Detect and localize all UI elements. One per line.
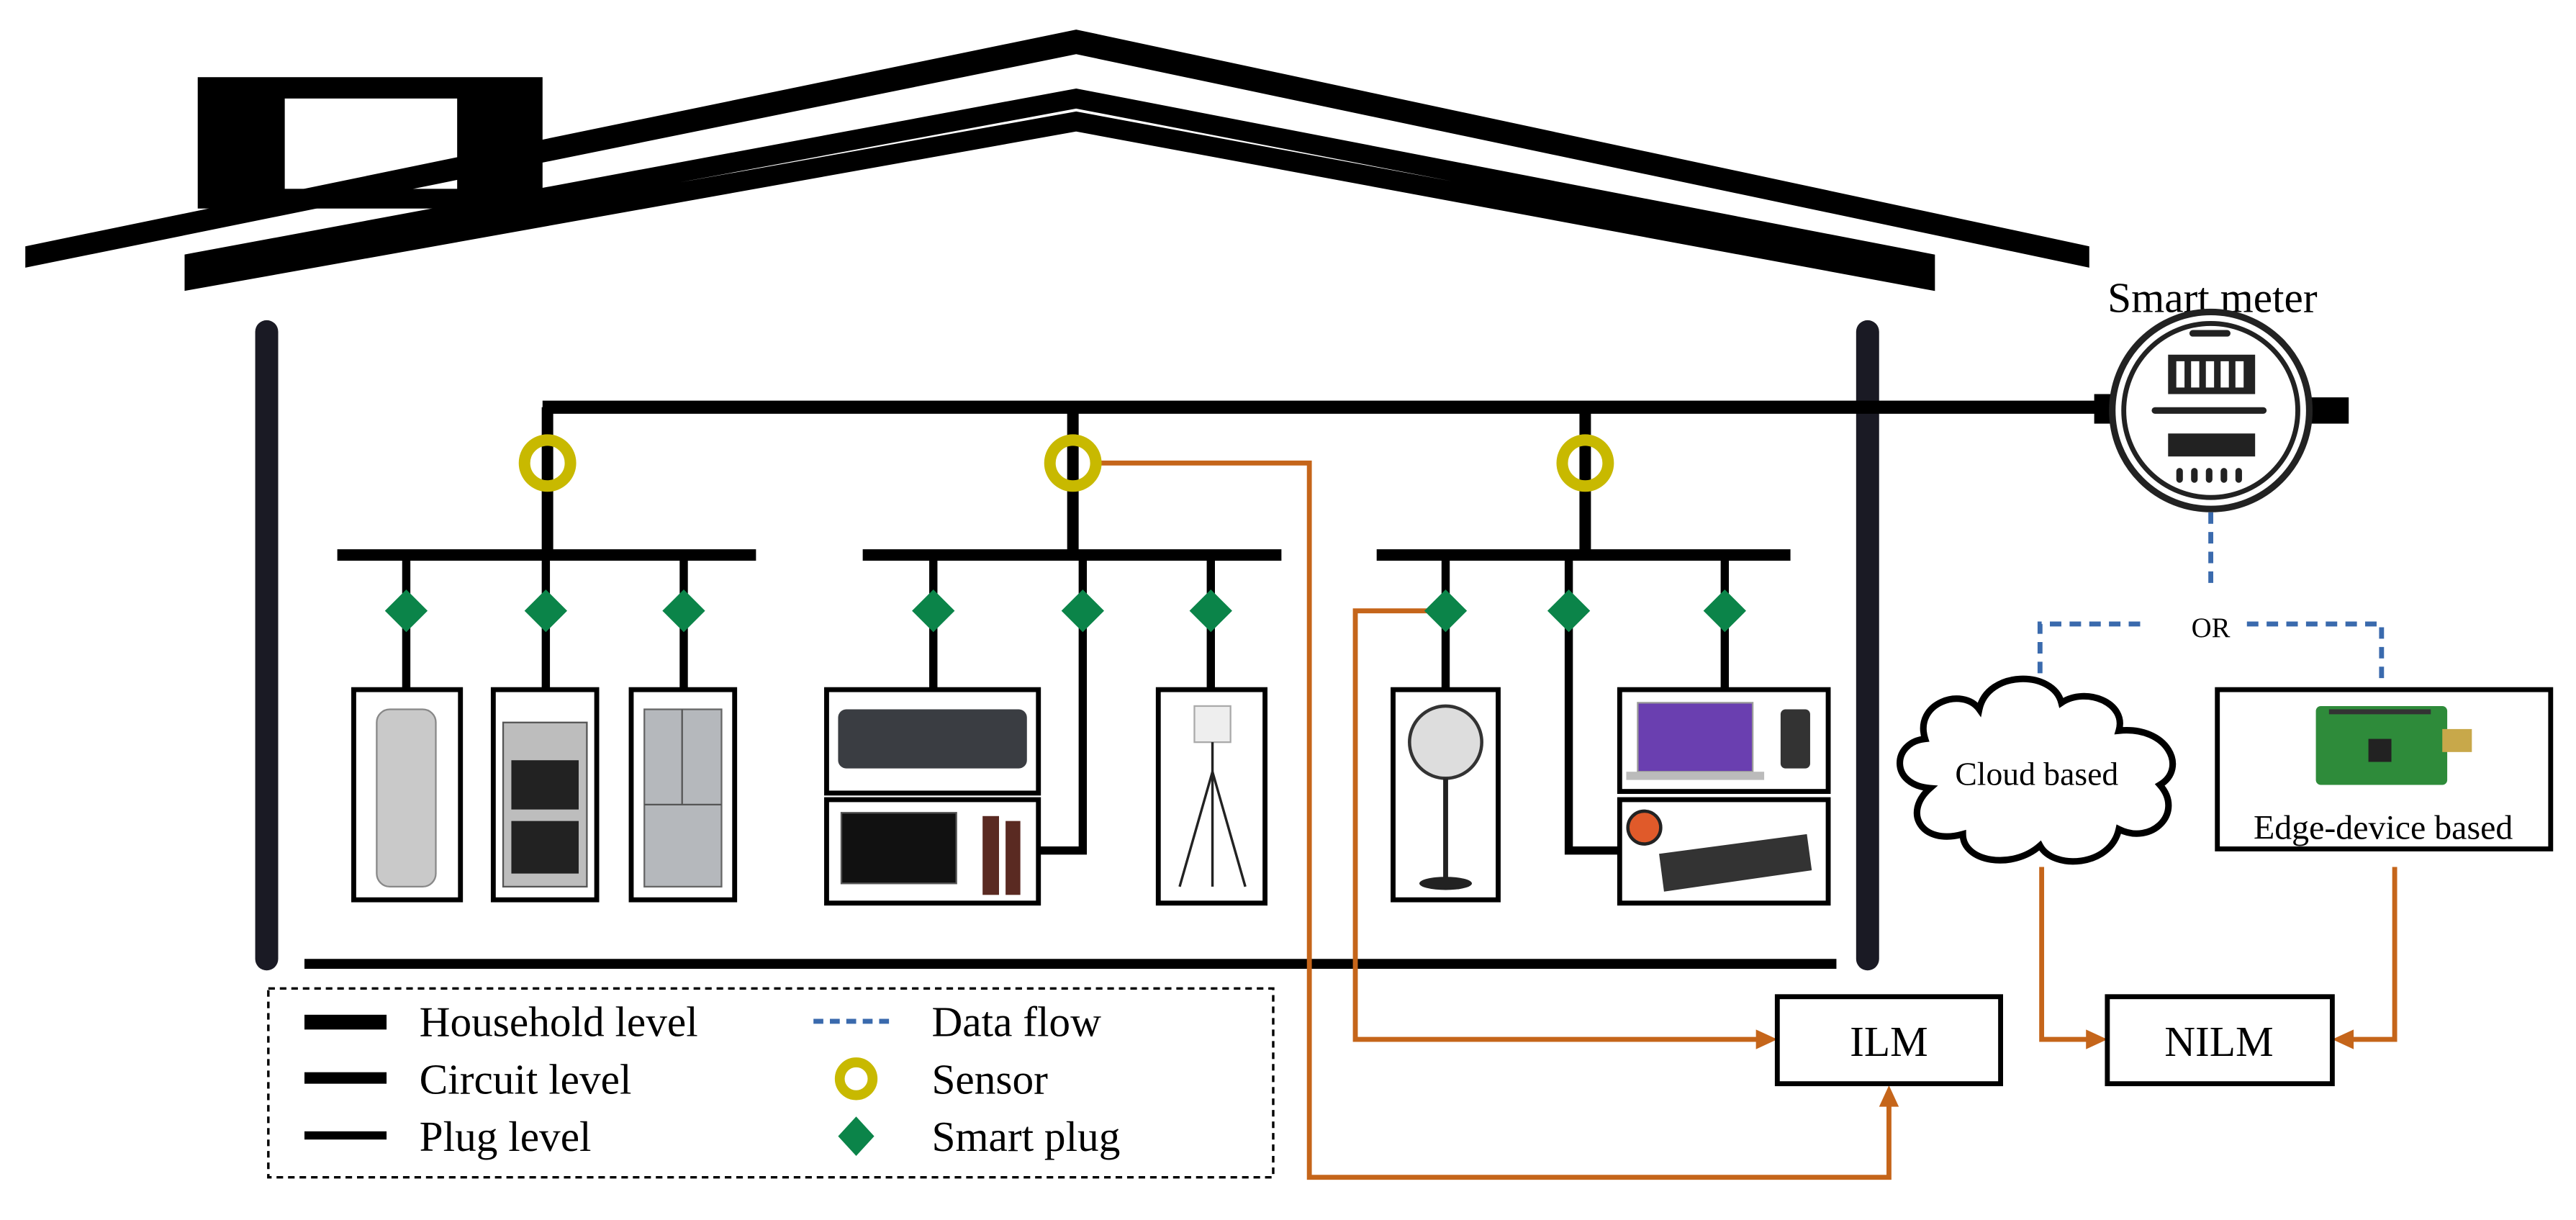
house	[25, 30, 2089, 971]
smart-plug-icon	[1703, 589, 1746, 633]
plug-line	[1564, 555, 1620, 855]
legend-data-flow: Data flow	[931, 998, 1101, 1045]
plug-level-swatch	[304, 1131, 387, 1140]
electric-range-box	[490, 687, 600, 903]
ilm-flow-from-smart-plug	[1352, 608, 1761, 1042]
fan-icon	[1408, 704, 1483, 780]
sensor-icon	[518, 434, 577, 492]
nilm-box: NILM	[2105, 994, 2335, 1087]
arrowhead-icon	[1879, 1085, 1899, 1107]
plug-line	[1038, 555, 1088, 855]
data-flow-line	[2037, 621, 2141, 682]
speaker-icon	[982, 815, 999, 895]
smart-plug-icon	[384, 589, 428, 633]
nilm-flow-from-cloud	[2039, 867, 2092, 1042]
cloud-based-node: Cloud based	[1897, 675, 2177, 865]
sensor-icon	[834, 1057, 878, 1101]
arrowhead-icon	[1755, 1029, 1778, 1049]
data-flow-lines	[2037, 512, 2385, 687]
cloud-icon	[1897, 675, 2177, 865]
smart-plug-icon	[1189, 589, 1232, 633]
ilm-flow-from-sensor	[1095, 460, 1892, 1180]
legend-plug: Plug level	[420, 1113, 592, 1160]
refrigerator-box	[628, 687, 738, 903]
inner-roof	[184, 88, 1935, 292]
phone-icon	[1780, 709, 1810, 769]
legend-sensor: Sensor	[931, 1055, 1048, 1103]
water-heater-icon	[376, 708, 437, 888]
arrowhead-icon	[2332, 1029, 2354, 1049]
fan-box	[1391, 687, 1501, 903]
sensor-icon	[1556, 434, 1614, 492]
sensors	[518, 434, 1614, 492]
smart-plug-icon	[1061, 589, 1104, 633]
edge-device-node: Edge-device based	[2215, 687, 2554, 851]
laptop-icon	[1637, 702, 1754, 773]
appliances	[351, 687, 1831, 906]
legend-household: Household level	[420, 998, 698, 1045]
smart-plug-icon	[838, 1116, 875, 1157]
nilm-label: NILM	[2164, 1018, 2274, 1065]
laptop-box	[1617, 687, 1831, 795]
or-label: OR	[2192, 613, 2231, 643]
measurement-flows	[1095, 460, 2398, 1180]
heater-box	[1617, 797, 1831, 906]
ilm-label: ILM	[1850, 1018, 1928, 1065]
cloud-label: Cloud based	[1955, 755, 2118, 792]
floor-lamp-box	[1155, 687, 1267, 906]
legend-circuit: Circuit level	[420, 1055, 632, 1103]
lamp-icon	[1193, 705, 1231, 744]
tv-icon	[840, 812, 957, 885]
water-heater-box	[351, 687, 464, 903]
data-flow-line	[2246, 621, 2385, 687]
air-conditioner-icon	[838, 709, 1027, 769]
circuit-level-swatch	[304, 1072, 387, 1084]
smart-plug-icon	[524, 589, 568, 633]
speaker-icon	[1005, 821, 1021, 895]
smart-meter: Smart meter	[2094, 274, 2318, 512]
smart-plug-icon	[912, 589, 955, 633]
smart-plug-icon	[1547, 589, 1591, 633]
smart-plugs	[384, 589, 1746, 633]
legend-smart-plug: Smart plug	[931, 1113, 1120, 1160]
smart-plug-icon	[1424, 589, 1468, 633]
sensor-icon	[1044, 434, 1102, 492]
arrowhead-icon	[2086, 1029, 2107, 1049]
thermostat-icon	[1626, 809, 1663, 846]
air-conditioner-box	[824, 687, 1041, 796]
legend: Household level Circuit level Plug level…	[267, 987, 1275, 1179]
smart-plug-icon	[662, 589, 705, 633]
arrowheads	[1755, 1029, 2354, 1107]
edge-label: Edge-device based	[2254, 809, 2513, 847]
nilm-flow-from-edge	[2349, 867, 2398, 1042]
ilm-box: ILM	[1774, 994, 2004, 1087]
baseboard-heater-icon	[1659, 833, 1812, 892]
household-level-swatch	[304, 1014, 387, 1030]
tv-box	[824, 797, 1041, 906]
